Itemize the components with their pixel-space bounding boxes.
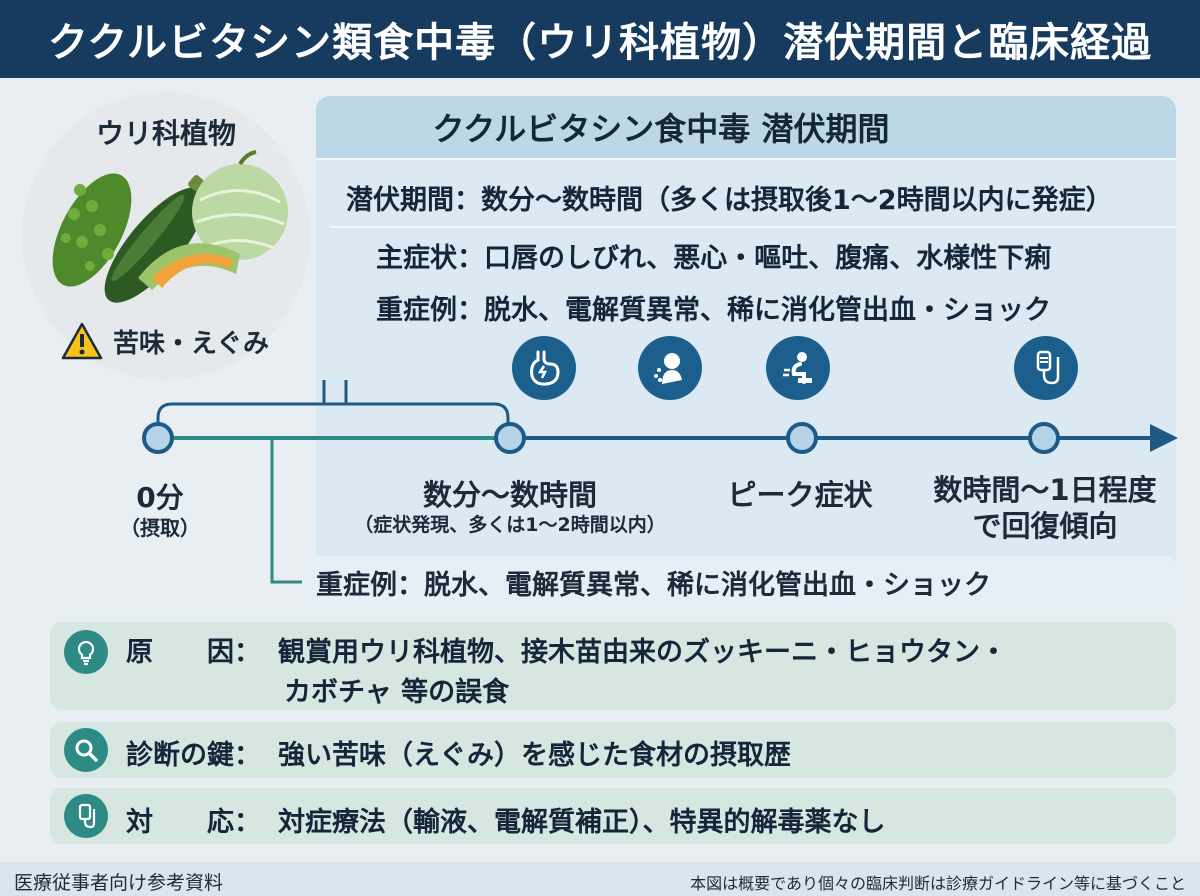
vomit-icon [638, 336, 702, 400]
panel-divider [316, 158, 1176, 160]
cause-row [50, 622, 1176, 710]
severe-cases-text: 重症例：脱水、電解質異常、稀に消化管出血・ショック [376, 295, 1051, 326]
header-banner: ククルビタシン類食中毒（ウリ科植物）潜伏期間と臨床経過 [0, 0, 1200, 78]
timeline-label-onset-sub: （症状発現、多くは1〜2時間以内） [354, 514, 666, 536]
cause-text: 原 因： 観賞用ウリ科植物、接木苗由来のズッキーニ・ヒョウタン・ [126, 630, 1007, 669]
diagnosis-row [50, 722, 1176, 778]
timeline-label-onset: 数分〜数時間 [422, 478, 597, 512]
melon-slice-icon [138, 243, 240, 290]
timeline-node-zero [142, 422, 174, 454]
warning-icon [61, 322, 103, 360]
timeline-node-recovery [1028, 422, 1060, 454]
bitterness-warning: 苦味・えぐみ [40, 316, 290, 366]
timeline-label-zero: 0分 [136, 481, 184, 514]
severe-cases-box-text: 重症例：脱水、電解質異常、稀に消化管出血・ショック [316, 569, 991, 601]
iv-bag-icon [64, 794, 108, 838]
melon-icon [192, 150, 288, 260]
diagnosis-value: 強い苦味（えぐみ）を感じた食材の摂取歴 [278, 740, 791, 771]
footer-bar [0, 862, 1200, 896]
treatment-label: 対 応： [126, 807, 261, 838]
diagnosis-text: 診断の鍵： 強い苦味（えぐみ）を感じた食材の摂取歴 [126, 733, 791, 772]
recovery-line-1: 数時間〜1日程度 [933, 473, 1157, 507]
bitter-melon-icon [52, 173, 132, 287]
treatment-row [50, 788, 1176, 844]
main-symptoms-text: 主症状：口唇のしびれ、悪心・嘔吐、腹痛、水様性下痢 [376, 243, 1052, 274]
recovery-line-2: で回復傾向 [972, 509, 1118, 543]
lightbulb-icon [64, 630, 108, 674]
warning-label: 苦味・えぐみ [112, 328, 269, 359]
plant-title: ウリ科植物 [95, 117, 236, 150]
page-title: ククルビタシン類食中毒（ウリ科植物）潜伏期間と臨床経過 [47, 20, 1153, 66]
incubation-period-text: 潜伏期間：数分〜数時間（多くは摂取後1〜2時間以内に発症） [346, 185, 1113, 216]
timeline-arrowhead [1150, 424, 1178, 452]
gourd-illustration [52, 150, 288, 303]
timeline-label-zero-sub: （摂取） [120, 516, 200, 540]
cause-value-1: 観賞用ウリ科植物、接木苗由来のズッキーニ・ヒョウタン・ [278, 637, 1007, 668]
timeline-node-onset [494, 422, 526, 454]
panel-divider [330, 226, 1176, 228]
treatment-text: 対 応： 対症療法（輸液、電解質補正）、特異的解毒薬なし [126, 800, 886, 839]
onset-bracket [156, 402, 510, 438]
timeline-label-recovery: 数時間〜1日程度 で回復傾向 [910, 472, 1180, 544]
diarrhea-icon [766, 336, 830, 400]
footer-audience-note: 医療従事者向け参考資料 [14, 872, 224, 894]
diagnosis-label: 診断の鍵： [126, 740, 261, 771]
timeline-node-peak [786, 422, 818, 454]
incubation-panel-title: ククルビタシン食中毒 潜伏期間 [432, 110, 890, 148]
clinical-timeline [142, 380, 1178, 584]
treatment-value: 対症療法（輸液、電解質補正）、特異的解毒薬なし [278, 807, 886, 838]
severe-connector [270, 438, 302, 584]
magnifier-icon [64, 728, 108, 772]
stomach-icon [512, 336, 576, 400]
zucchini-icon [104, 175, 206, 303]
cause-label: 原 因： [126, 637, 261, 668]
cause-value-2: カボチャ 等の誤食 [284, 677, 510, 708]
incubation-panel-header [316, 96, 1176, 158]
severe-cases-box: 重症例：脱水、電解質異常、稀に消化管出血・ショック [302, 556, 1176, 608]
footer-disclaimer: 本図は概要であり個々の臨床判断は診療ガイドライン等に基づくこと [690, 874, 1186, 893]
timeline-label-peak: ピーク症状 [727, 478, 873, 512]
iv-drip-icon [1014, 336, 1078, 400]
